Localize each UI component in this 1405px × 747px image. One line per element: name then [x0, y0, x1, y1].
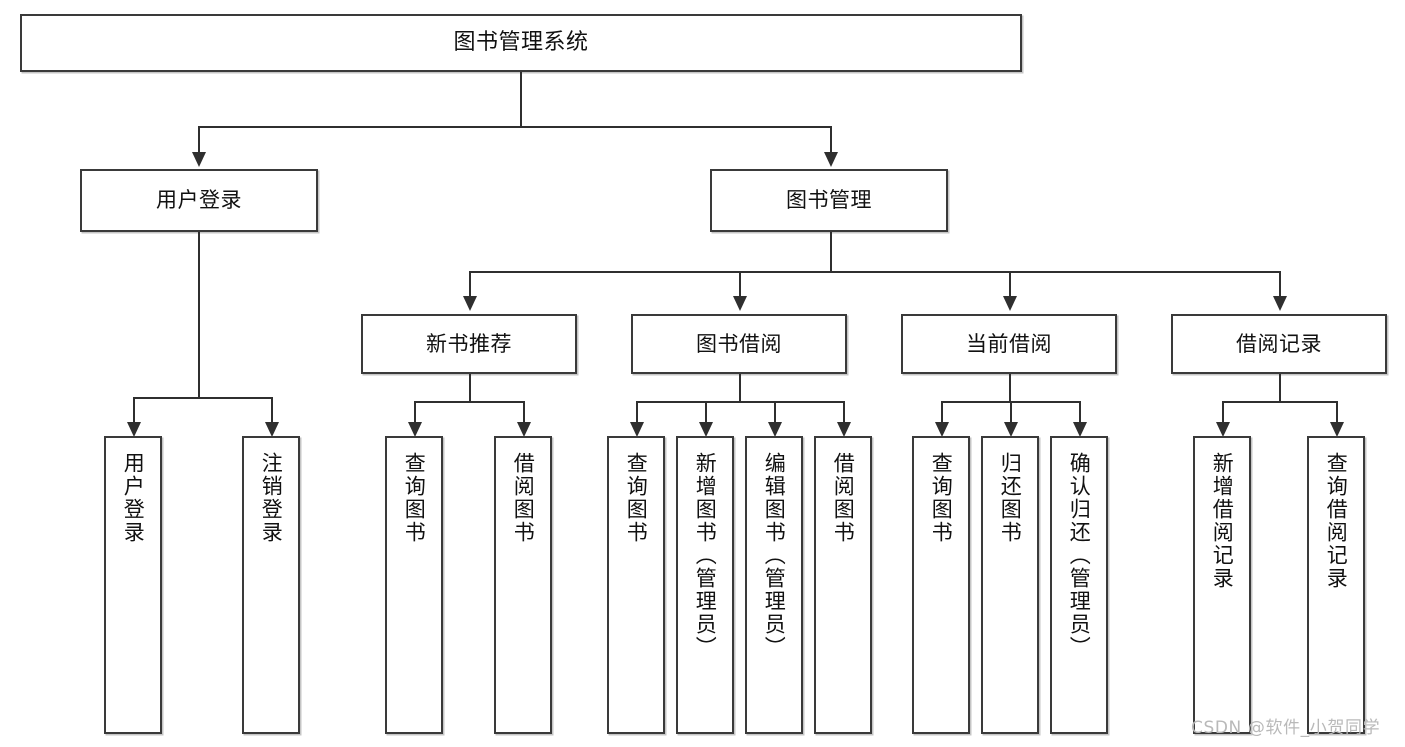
arrow-user-login	[192, 152, 206, 167]
arrow-book-borrow	[733, 296, 747, 311]
connector-book-borrow-stem	[739, 374, 741, 402]
connector-user-login-leaf-1	[271, 397, 273, 424]
node-label: 确认归还（管理员）	[1067, 452, 1092, 659]
leaf-current-borrow-return[interactable]: 归还图书	[981, 436, 1039, 734]
arrow-borrow-record-leaf-1	[1330, 422, 1344, 437]
leaf-book-borrow-borrow[interactable]: 借阅图书	[814, 436, 872, 734]
node-label: 归还图书	[998, 452, 1023, 544]
connector-borrow-record-leaf-0	[1222, 401, 1224, 424]
connector-book-borrow-leaf-3	[843, 401, 845, 424]
connector-root-bus	[198, 126, 832, 128]
node-label: 当前借阅	[966, 331, 1052, 356]
connector-level3-bus	[469, 271, 1280, 273]
leaf-user-login-login[interactable]: 用户登录	[104, 436, 162, 734]
arrow-new-book	[463, 296, 477, 311]
connector-root-stem	[520, 72, 522, 127]
connector-book-borrow-bus	[636, 401, 844, 403]
node-label: 用户登录	[156, 188, 242, 213]
connector-current-borrow-leaf-1	[1010, 401, 1012, 424]
node-label: 用户登录	[121, 452, 146, 544]
arrow-user-login-leaf-0	[127, 422, 141, 437]
connector-new-book-leaf-1	[523, 401, 525, 424]
node-current-borrow[interactable]: 当前借阅	[901, 314, 1117, 374]
connector-drop-user-login	[198, 126, 200, 154]
arrow-user-login-leaf-1	[265, 422, 279, 437]
leaf-current-borrow-query[interactable]: 查询图书	[912, 436, 970, 734]
node-label: 借阅记录	[1236, 331, 1322, 356]
connector-new-book-stem	[469, 374, 471, 402]
connector-new-book-leaf-0	[414, 401, 416, 424]
node-label: 查询图书	[402, 452, 427, 544]
leaf-book-borrow-query[interactable]: 查询图书	[607, 436, 665, 734]
node-user-login[interactable]: 用户登录	[80, 169, 318, 232]
connector-borrow-record-bus	[1222, 401, 1337, 403]
connector-book-borrow-leaf-0	[636, 401, 638, 424]
node-label: 新增图书（管理员）	[693, 452, 718, 659]
node-label: 图书管理	[786, 188, 872, 213]
connector-book-borrow-leaf-2	[774, 401, 776, 424]
node-label: 借阅图书	[831, 452, 856, 544]
connector-book-management-stem	[830, 232, 832, 272]
connector-current-borrow-stem	[1009, 374, 1011, 402]
leaf-new-book-borrow[interactable]: 借阅图书	[494, 436, 552, 734]
node-label: 查询图书	[929, 452, 954, 544]
arrow-new-book-leaf-0	[408, 422, 422, 437]
connector-drop-borrow-record	[1279, 271, 1281, 298]
arrow-new-book-leaf-1	[517, 422, 531, 437]
arrow-book-borrow-leaf-3	[837, 422, 851, 437]
arrow-current-borrow-leaf-1	[1004, 422, 1018, 437]
leaf-borrow-record-query[interactable]: 查询借阅记录	[1307, 436, 1365, 734]
connector-new-book-bus	[414, 401, 524, 403]
leaf-book-borrow-edit[interactable]: 编辑图书（管理员）	[745, 436, 803, 734]
arrow-book-borrow-leaf-0	[630, 422, 644, 437]
connector-drop-current-borrow	[1009, 271, 1011, 298]
node-label: 新书推荐	[426, 331, 512, 356]
connector-borrow-record-leaf-1	[1336, 401, 1338, 424]
node-label: 图书管理系统	[453, 30, 589, 56]
node-label: 图书借阅	[696, 331, 782, 356]
arrow-current-borrow-leaf-0	[935, 422, 949, 437]
connector-user-login-leaf-0	[133, 397, 135, 424]
arrow-current-borrow	[1003, 296, 1017, 311]
arrow-borrow-record	[1273, 296, 1287, 311]
leaf-new-book-query[interactable]: 查询图书	[385, 436, 443, 734]
node-root-book-management-system[interactable]: 图书管理系统	[20, 14, 1022, 72]
connector-drop-book-borrow	[739, 271, 741, 298]
connector-borrow-record-stem	[1279, 374, 1281, 402]
node-label: 查询图书	[624, 452, 649, 544]
arrow-borrow-record-leaf-0	[1216, 422, 1230, 437]
connector-user-login-bus	[133, 397, 272, 399]
csdn-watermark: CSDN @软件_小贺同学	[1191, 718, 1381, 738]
node-book-borrow[interactable]: 图书借阅	[631, 314, 847, 374]
node-label: 注销登录	[259, 452, 284, 544]
node-label: 查询借阅记录	[1324, 452, 1349, 590]
arrow-book-borrow-leaf-2	[768, 422, 782, 437]
node-label: 编辑图书（管理员）	[762, 452, 787, 659]
connector-drop-new-book	[469, 271, 471, 298]
node-borrow-record[interactable]: 借阅记录	[1171, 314, 1387, 374]
arrow-current-borrow-leaf-2	[1073, 422, 1087, 437]
leaf-borrow-record-add[interactable]: 新增借阅记录	[1193, 436, 1251, 734]
arrow-book-management	[824, 152, 838, 167]
arrow-book-borrow-leaf-1	[699, 422, 713, 437]
node-label: 新增借阅记录	[1210, 452, 1235, 590]
node-book-management[interactable]: 图书管理	[710, 169, 948, 232]
leaf-user-login-logout[interactable]: 注销登录	[242, 436, 300, 734]
connector-drop-book-management	[830, 126, 832, 154]
connector-user-login-stem	[198, 232, 200, 398]
connector-book-borrow-leaf-1	[705, 401, 707, 424]
leaf-book-borrow-add[interactable]: 新增图书（管理员）	[676, 436, 734, 734]
connector-current-borrow-leaf-0	[941, 401, 943, 424]
leaf-current-borrow-confirm[interactable]: 确认归还（管理员）	[1050, 436, 1108, 734]
connector-current-borrow-leaf-2	[1079, 401, 1081, 424]
node-new-book-recommend[interactable]: 新书推荐	[361, 314, 577, 374]
node-label: 借阅图书	[511, 452, 536, 544]
